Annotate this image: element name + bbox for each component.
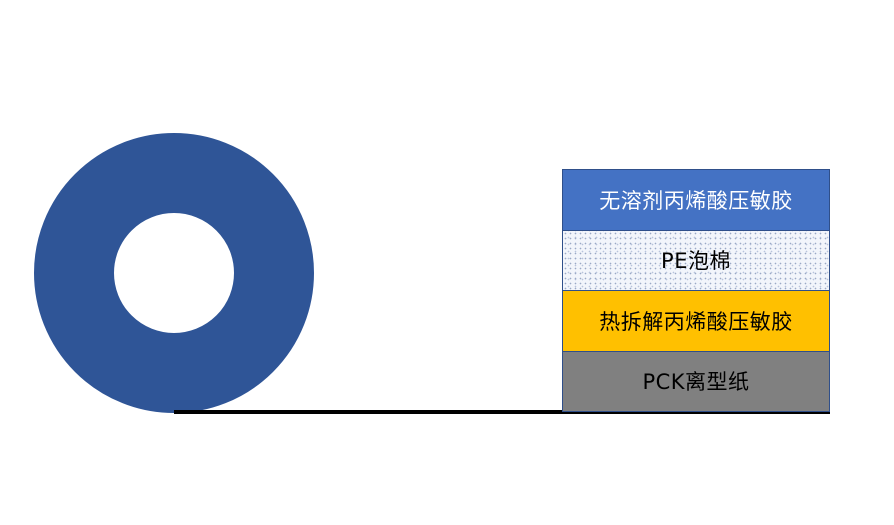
tape-layer-stack: 无溶剂丙烯酸压敏胶 PE泡棉 热拆解丙烯酸压敏胶 PCK离型纸 <box>562 169 830 412</box>
layer-pe-foam: PE泡棉 <box>563 230 829 291</box>
layer-label: PCK离型纸 <box>642 370 750 395</box>
layer-label: PE泡棉 <box>661 249 731 274</box>
unrolled-tape-line <box>174 410 830 414</box>
layer-heat-release-adhesive: 热拆解丙烯酸压敏胶 <box>563 291 829 352</box>
layer-acrylic-adhesive-top: 无溶剂丙烯酸压敏胶 <box>563 170 829 231</box>
tape-roll <box>34 133 314 413</box>
layer-release-liner: PCK离型纸 <box>563 351 829 411</box>
layer-label: 热拆解丙烯酸压敏胶 <box>599 309 793 334</box>
layer-label: 无溶剂丙烯酸压敏胶 <box>599 188 793 213</box>
